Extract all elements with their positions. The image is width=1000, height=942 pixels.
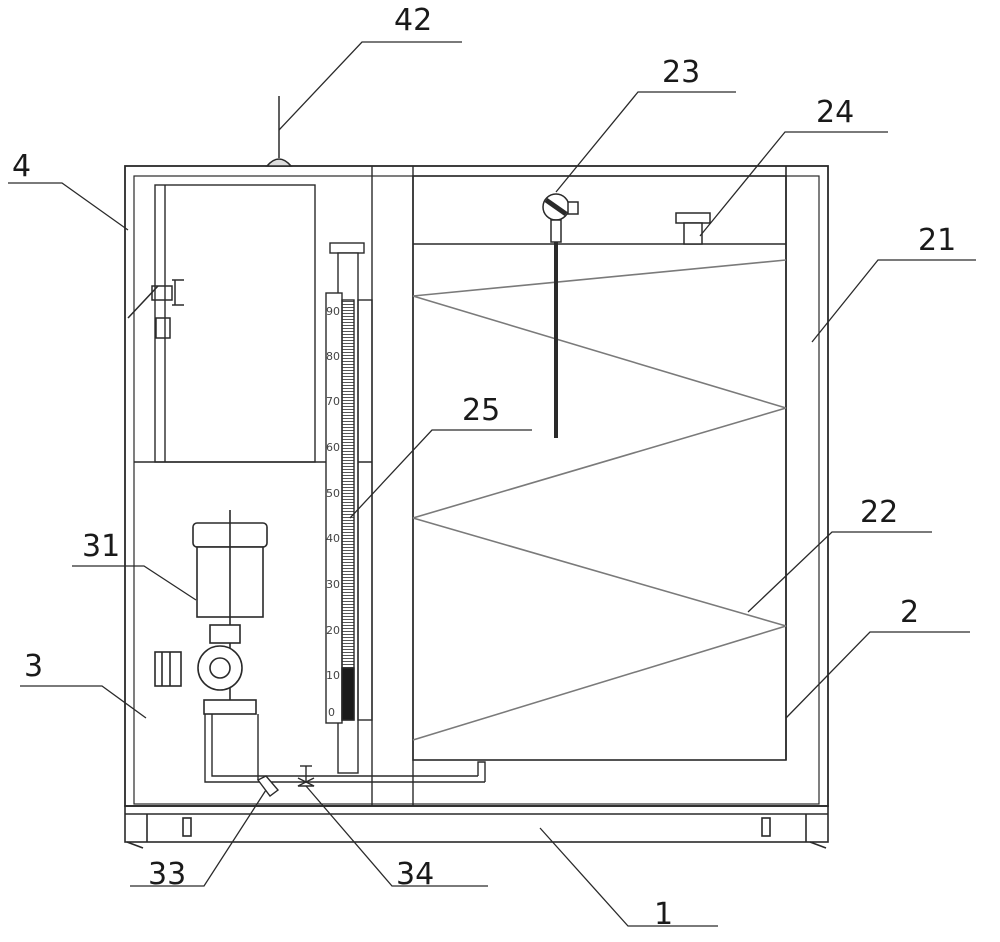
- label-42: 42: [394, 3, 432, 38]
- level-gauge: [325, 242, 373, 774]
- label-33: 33: [148, 857, 186, 892]
- side-valve: [127, 279, 184, 339]
- label-3: 3: [24, 649, 43, 684]
- left-compartment: [134, 166, 414, 806]
- label-24: 24: [816, 95, 854, 130]
- temperature-sensor: [542, 193, 579, 438]
- label-4: 4: [12, 149, 31, 184]
- gauge-tick-20: 20: [326, 624, 340, 637]
- top-vent: [265, 96, 293, 167]
- vent-cap: [675, 212, 711, 245]
- gauge-tick-70: 70: [326, 395, 340, 408]
- gauge-tick-0: 0: [328, 706, 335, 719]
- baffles: [412, 259, 787, 741]
- label-1: 1: [654, 897, 673, 932]
- label-2: 2: [900, 595, 919, 630]
- gauge-tick-30: 30: [326, 578, 340, 591]
- pump-assembly: [154, 510, 268, 715]
- gauge-tick-80: 80: [326, 350, 340, 363]
- gauge-tick-10: 10: [326, 669, 340, 682]
- label-34: 34: [396, 857, 434, 892]
- label-31: 31: [82, 529, 120, 564]
- base-frame: [124, 805, 829, 849]
- gauge-tick-50: 50: [326, 487, 340, 500]
- gauge-scale: 0 10 20 30 40 50 60 70 80 90: [326, 305, 340, 719]
- label-21: 21: [918, 223, 956, 258]
- label-22: 22: [860, 495, 898, 530]
- label-23: 23: [662, 55, 700, 90]
- tank: [412, 166, 787, 761]
- callout-labels: 42 4 23 24 21 25 22 31 2 3 33 34 1: [12, 3, 956, 932]
- gauge-tick-40: 40: [326, 532, 340, 545]
- leader-lines: [8, 41, 976, 927]
- gauge-tick-90: 90: [326, 305, 340, 318]
- gauge-tick-60: 60: [326, 441, 340, 454]
- label-25: 25: [462, 393, 500, 428]
